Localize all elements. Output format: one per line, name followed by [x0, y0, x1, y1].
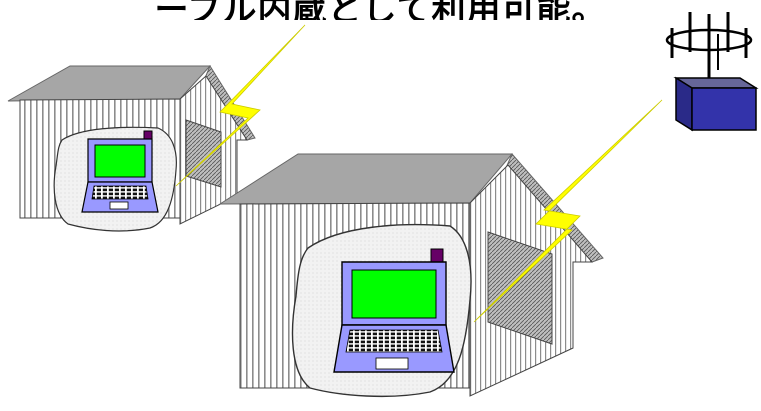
antenna-box-front: [676, 78, 692, 130]
headline-text: ーブル内蔵として利用可能。: [0, 0, 761, 20]
laptop-antenna: [431, 249, 443, 262]
laptop-keyboard: [346, 330, 442, 352]
laptop-screen: [352, 270, 436, 318]
antenna-box: [692, 88, 756, 130]
laptop-touchpad: [110, 202, 128, 209]
headline-container: ーブル内蔵として利用可能。: [0, 0, 761, 20]
radio-antenna-icon: [667, 12, 756, 130]
laptop-screen: [95, 145, 145, 177]
laptop-touchpad: [376, 358, 408, 369]
laptop-icon: [82, 131, 158, 212]
house-right: [220, 154, 603, 396]
laptop-icon: [334, 249, 454, 372]
roof: [8, 66, 210, 101]
window-shutter: [186, 120, 221, 187]
roof: [220, 154, 512, 204]
laptop-keyboard: [92, 186, 148, 199]
